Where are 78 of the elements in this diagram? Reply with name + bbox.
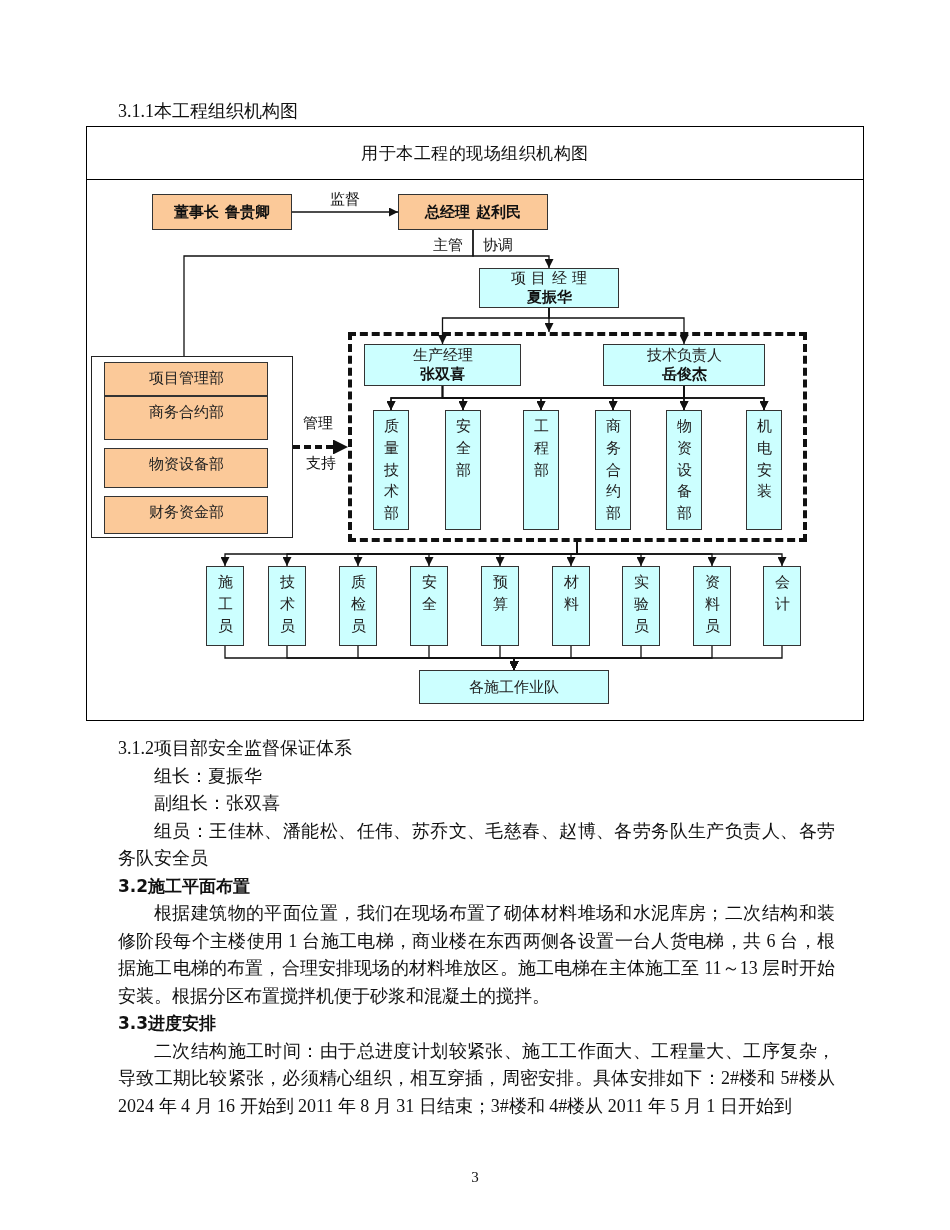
node-label: 商务合约部 [605, 416, 621, 524]
page-number: 3 [471, 1168, 479, 1186]
arrow [576, 541, 787, 567]
edge-label: 支持 [303, 454, 338, 472]
node-label: 商务合约部 [148, 403, 224, 422]
node-label: 技术员 [279, 572, 295, 637]
department-box [746, 410, 782, 530]
section-heading: 3.3进度安排 [118, 1012, 218, 1035]
arrow [544, 307, 554, 333]
department-box [523, 410, 559, 530]
department-box [104, 448, 268, 488]
node-label: 会计 [774, 572, 790, 615]
department-box [104, 496, 268, 534]
node-label: 资料员 [704, 572, 720, 637]
node-label: 各施工作业队 [469, 677, 559, 697]
node-label: 安全部 [455, 416, 471, 481]
role-box [206, 566, 244, 646]
department-box [373, 410, 409, 530]
node-label: 质检员 [350, 572, 366, 637]
role-box [693, 566, 731, 646]
section-heading: 3.1.2项目部安全监督保证体系 [118, 737, 353, 760]
section-heading: 3.2施工平面布置 [118, 874, 252, 898]
executive-box [152, 194, 292, 230]
role-box [339, 566, 377, 646]
department-box [104, 362, 268, 396]
manager-box [603, 344, 765, 386]
role-box [763, 566, 801, 646]
body-paragraph: 副组长：张双喜 [153, 792, 281, 815]
role-box [622, 566, 660, 646]
role-box [410, 566, 448, 646]
arrow [509, 645, 783, 671]
role-box [268, 566, 306, 646]
node-label: 财务资金部 [148, 503, 224, 522]
edge-label: 监督 [328, 190, 362, 208]
annotation-label: 管理 [303, 414, 333, 432]
node-label: 预算 [492, 572, 508, 615]
arrow [472, 229, 554, 269]
person-name: 夏振华 [526, 288, 572, 307]
body-paragraph: 根据建筑物的平面位置，我们在现场布置了砌体材料堆场和水泥库房；二次结构和装修阶段每个主楼使用 1 台施工电梯，商业楼在东西两侧各设置一台人货电梯，共 6 台，根据施工电梯的布置，合理安排现场的材料堆放区。施工电梯在主体施工至 11～13 层时开始安装。根据分区布置搅拌机便于砂浆和混凝土的搅拌。 [118, 902, 835, 1008]
node-label: 技术负责人 [646, 346, 722, 365]
manager-box [364, 344, 521, 386]
edge-label: 主管 [431, 236, 465, 254]
department-box [595, 410, 631, 530]
body-paragraph: 组员：王佳林、潘能松、任伟、苏乔文、毛慈春、赵博、各劳务队生产负责人、各劳务队安全员 [118, 819, 835, 870]
department-box [445, 410, 481, 530]
department-box [666, 410, 702, 530]
person-name: 张双喜 [420, 365, 465, 384]
node-label: 工程部 [533, 416, 549, 481]
section-heading: 3.1.1本工程组织机构图 [118, 100, 298, 122]
person-name: 岳俊杰 [661, 365, 707, 384]
department-box [104, 396, 268, 440]
node-label: 项目经理 [511, 269, 593, 288]
node-label: 安全 [421, 572, 437, 615]
node-label: 实验员 [633, 572, 649, 637]
arrow [683, 385, 769, 411]
node-label: 总经理 赵利民 [425, 202, 521, 222]
node-label: 质量技术部 [383, 416, 399, 524]
node-label: 物资设备部 [676, 416, 692, 524]
body-paragraph: 组长：夏振华 [153, 764, 263, 788]
body-paragraph: 二次结构施工时间：由于总进度计划较紧张、施工工作面大、工程量大、工序复杂，导致工期比较紧张，必须精心组织，相互穿插，周密安排。具体安排如下：2#楼和 5#楼从 2024 年 4 月 16 开始到 2011 年 8 月 31 日结束；3#楼和 4#楼从 2011 年 5 月 1 日开始到 [118, 1039, 835, 1118]
dashed-arrow [293, 439, 348, 455]
role-box [552, 566, 590, 646]
node-label: 施工员 [217, 572, 233, 637]
node-label: 董事长 鲁贵卿 [174, 202, 270, 222]
dashed-group-frame [348, 332, 807, 542]
node-label: 生产经理 [412, 346, 473, 365]
arrow [291, 207, 399, 217]
role-box [481, 566, 519, 646]
node-label: 机电安装 [756, 416, 772, 503]
executive-box [398, 194, 548, 230]
node-label: 材料 [563, 572, 579, 615]
node-label: 物资设备部 [148, 455, 224, 474]
department-group-frame [91, 356, 293, 538]
edge-label: 协调 [481, 236, 515, 254]
node-label: 项目管理部 [148, 369, 224, 388]
team-box [419, 670, 609, 704]
manager-box [479, 268, 619, 308]
chart-title: 用于本工程的现场组织机构图 [361, 142, 589, 164]
